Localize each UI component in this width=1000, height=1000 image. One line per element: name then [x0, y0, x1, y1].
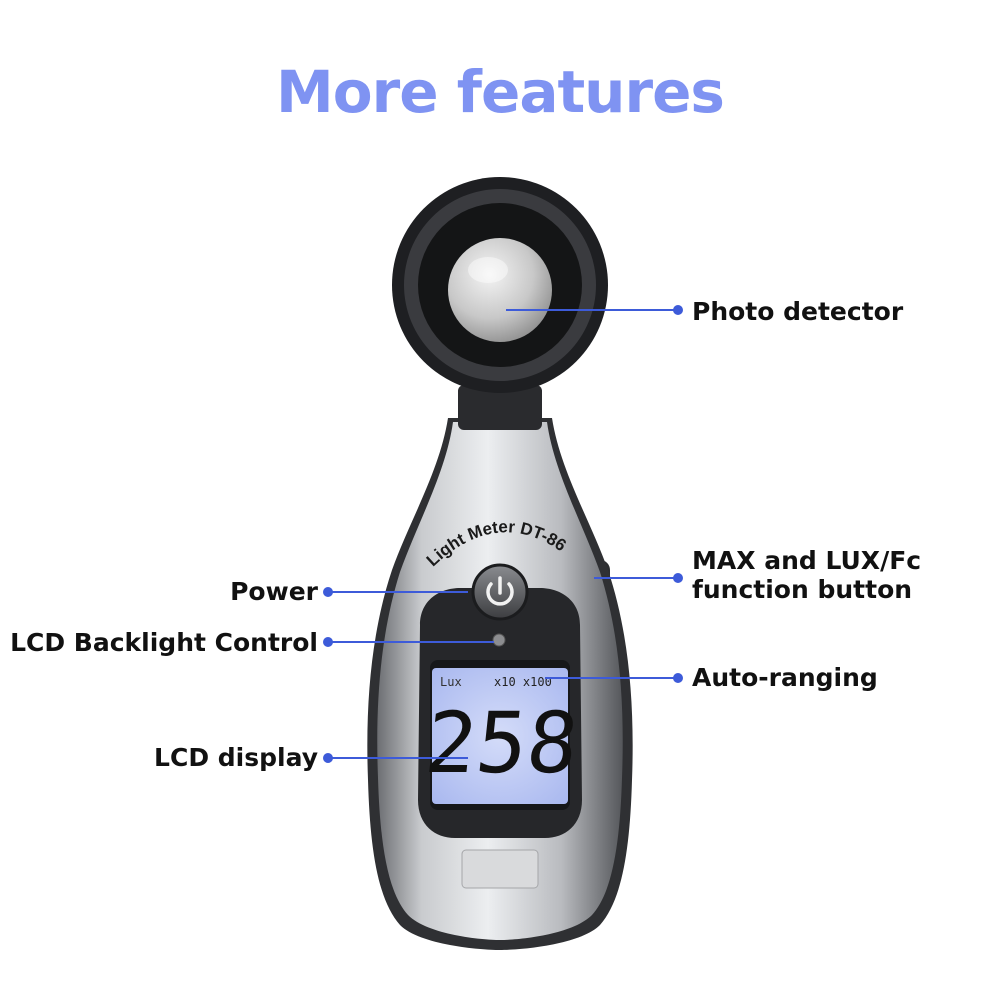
- callout-power: Power: [230, 577, 318, 606]
- lcd-unit: Lux: [440, 675, 462, 689]
- bottom-plate: [461, 849, 539, 889]
- lcd-screen: [432, 668, 568, 804]
- lcd-multipliers: x10 x100: [494, 675, 552, 689]
- leader-lines: [323, 305, 683, 763]
- callout-auto-ranging: Auto-ranging: [692, 663, 878, 692]
- callout-lcd-display: LCD display: [154, 743, 318, 772]
- lcd-reading: 258: [421, 694, 583, 792]
- page-title: More features: [276, 58, 725, 126]
- power-icon: [486, 576, 514, 606]
- callout-photo-detector: Photo detector: [692, 297, 904, 326]
- backlight-button[interactable]: [492, 633, 506, 647]
- callout-backlight: LCD Backlight Control: [10, 628, 318, 657]
- callout-max-lux-fc-line2: function button: [692, 575, 913, 604]
- callout-max-lux-fc-line1: MAX and LUX/Fc: [692, 546, 922, 575]
- photo-detector-dome: [448, 238, 552, 342]
- sensor-neck: [458, 385, 542, 430]
